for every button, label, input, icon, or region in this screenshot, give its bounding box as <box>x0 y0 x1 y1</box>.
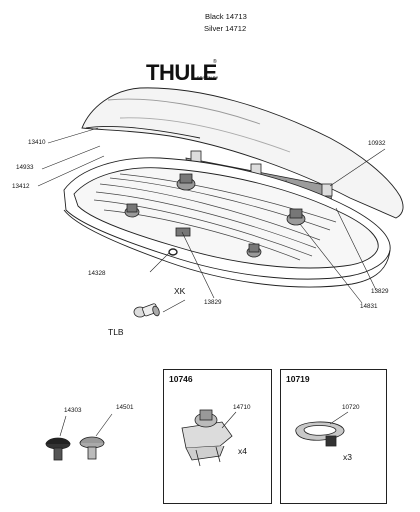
clamp-part <box>181 409 233 467</box>
kit-10746-qty: x4 <box>238 446 247 456</box>
label-13412: 13412 <box>12 183 30 190</box>
label-10932: 10932 <box>368 140 386 147</box>
bolt-14501 <box>79 436 105 460</box>
box-base <box>63 157 391 288</box>
label-13410: 13410 <box>28 139 46 146</box>
logo-reg-mark: ® <box>213 59 217 65</box>
label-13829-b: 13829 <box>371 288 389 295</box>
strap-part <box>295 421 345 447</box>
label-14328: 14328 <box>88 270 106 277</box>
kit-10719-title: 10719 <box>286 374 310 384</box>
label-13829-a: 13829 <box>204 299 222 306</box>
label-xk: XK <box>174 286 186 296</box>
variant-silver-label: Silver 14712 <box>204 24 247 33</box>
logo-sub: DRIVEN BY <box>197 76 219 80</box>
box-lid <box>81 87 404 219</box>
lock-key <box>133 303 160 318</box>
label-10720: 10720 <box>342 404 360 411</box>
variant-black-label: Black 14713 <box>205 12 247 21</box>
label-14303: 14303 <box>64 407 82 414</box>
base-brackets <box>124 173 306 258</box>
logo-brand: THULE <box>146 60 217 85</box>
leader-lines <box>37 127 386 313</box>
ring-part <box>168 248 178 256</box>
label-tlb: TLB <box>108 327 124 337</box>
label-14933: 14933 <box>16 164 34 171</box>
kit-10746-title: 10746 <box>169 374 193 384</box>
label-14501: 14501 <box>116 404 134 411</box>
label-14831: 14831 <box>360 303 378 310</box>
bolt-14303 <box>45 437 71 461</box>
kit-10719-qty: x3 <box>343 452 352 462</box>
label-14710: 14710 <box>233 404 251 411</box>
